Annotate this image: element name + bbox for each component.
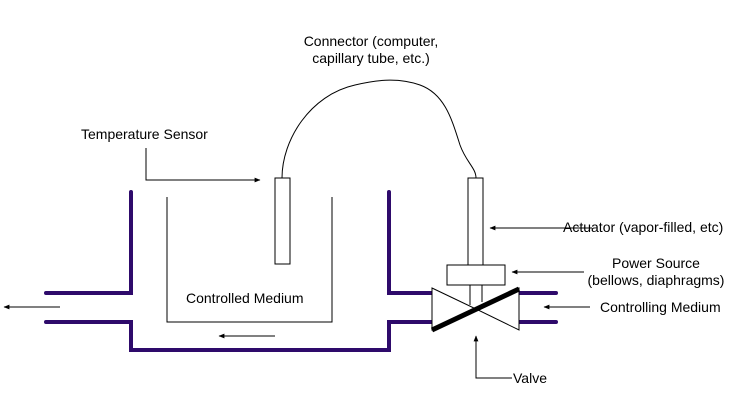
tank-outline [166, 197, 333, 323]
temperature-sensor-leader [145, 148, 261, 183]
power-source-label: Power Source (bellows, diaphragms) [576, 255, 736, 289]
valve-plug-bar [430, 286, 521, 333]
controlled-medium-label: Controlled Medium [186, 290, 304, 306]
actuator-tube [467, 177, 484, 266]
power-source-label-line1: Power Source [612, 255, 700, 271]
capillary-connector [281, 79, 477, 179]
valve-leader [473, 335, 512, 379]
actuator-label: Actuator (vapor-filled, etc) [563, 219, 724, 235]
connector-label-line2: capillary tube, etc.) [312, 50, 430, 66]
pipe-left-upper [44, 190, 133, 295]
power-source-box [446, 264, 506, 286]
pipe-bottom [44, 320, 434, 352]
temperature-sensor-label: Temperature Sensor [81, 126, 208, 142]
temperature-sensor-bulb [274, 177, 291, 265]
connector-label: Connector (computer, capillary tube, etc… [288, 33, 454, 67]
controlling-medium-label: Controlling Medium [600, 299, 721, 315]
valve-label: Valve [513, 370, 547, 386]
pipe-system [44, 190, 558, 352]
connector-label-line1: Connector (computer, [303, 33, 439, 49]
pipe-right-upper [387, 190, 434, 295]
power-source-label-line2: (bellows, diaphragms) [587, 272, 725, 288]
valve-body [431, 287, 478, 331]
